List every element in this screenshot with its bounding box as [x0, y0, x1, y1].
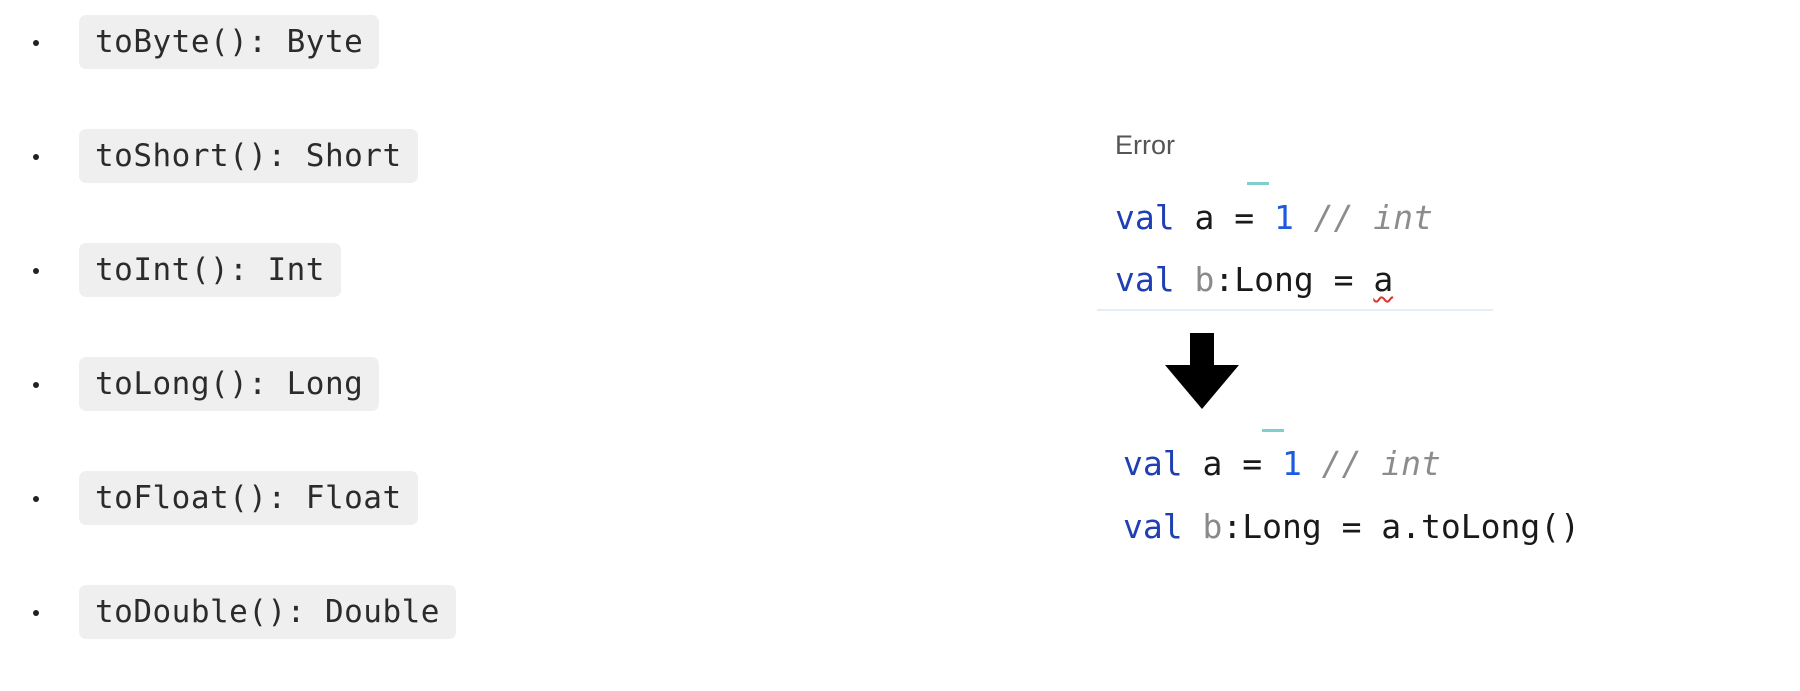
list-item: toByte(): Byte: [0, 15, 560, 71]
code-comment: // int: [1301, 444, 1441, 483]
unused-variable: b: [1174, 260, 1215, 299]
code-comment: // int: [1293, 198, 1433, 237]
code-pill-tobyte: toByte(): Byte: [79, 15, 380, 69]
number-literal: 1: [1281, 444, 1302, 483]
list-item: toInt(): Int: [0, 243, 560, 299]
bullet-icon: [33, 40, 39, 46]
code-pill-tofloat: toFloat(): Float: [79, 471, 418, 525]
keyword-val: val: [1123, 507, 1183, 546]
var-assign: a =: [1174, 198, 1274, 237]
conversion-call: :Long = a.toLong(): [1222, 507, 1580, 546]
bullet-icon: [33, 268, 39, 274]
bullet-icon: [33, 496, 39, 502]
caret-marker: [1262, 429, 1284, 432]
error-label: Error: [1115, 130, 1175, 160]
type-annotation: :Long =: [1214, 260, 1374, 299]
code-pill-toint: toInt(): Int: [79, 243, 341, 297]
code-line-2: val b:Long = a: [1115, 260, 1393, 300]
bullet-icon: [33, 610, 39, 616]
var-assign: a =: [1182, 444, 1282, 483]
keyword-val: val: [1123, 444, 1183, 483]
number-literal: 1: [1273, 198, 1294, 237]
code-pill-toshort: toShort(): Short: [79, 129, 418, 183]
code-line-1: val a = 1 // int: [1123, 444, 1441, 484]
code-line-1: val a = 1 // int: [1115, 198, 1433, 238]
keyword-val: val: [1115, 198, 1175, 237]
bullet-icon: [33, 382, 39, 388]
list-item: toFloat(): Float: [0, 471, 560, 527]
unused-variable: b: [1182, 507, 1223, 546]
keyword-val: val: [1115, 260, 1175, 299]
list-item: toLong(): Long: [0, 357, 560, 413]
code-pill-todouble: toDouble(): Double: [79, 585, 456, 639]
panel-divider: [1097, 309, 1493, 311]
caret-marker: [1247, 182, 1269, 185]
arrow-down-icon: [1165, 333, 1239, 409]
list-item: toShort(): Short: [0, 129, 560, 185]
bullet-icon: [33, 154, 39, 160]
code-line-2: val b:Long = a.toLong(): [1123, 507, 1580, 547]
code-pill-tolong: toLong(): Long: [79, 357, 380, 411]
error-token: a: [1373, 260, 1394, 299]
list-item: toDouble(): Double: [0, 585, 560, 641]
